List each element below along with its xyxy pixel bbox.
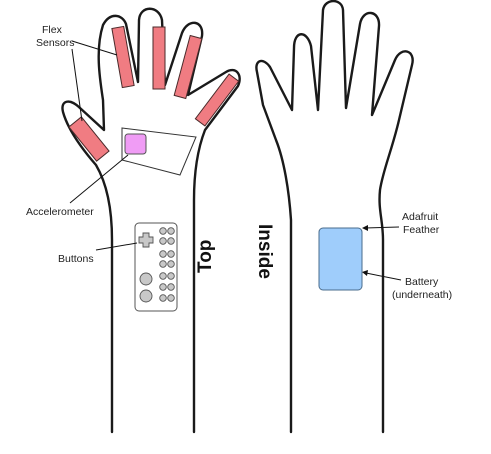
d-pad-icon	[138, 232, 154, 248]
top-label: Top	[195, 240, 216, 273]
battery-leader	[365, 272, 402, 281]
feather-board	[318, 227, 363, 291]
flex-sensors-label-line2: Sensors	[36, 37, 75, 49]
button	[159, 283, 167, 291]
feather-leader	[364, 226, 400, 229]
accelerometer-chip	[124, 133, 147, 155]
feather-label-line2: Feather	[403, 224, 440, 236]
button	[167, 250, 175, 258]
button	[167, 227, 175, 235]
button	[167, 272, 175, 280]
left-arm-outline	[61, 7, 241, 434]
buttons-leader	[95, 242, 138, 251]
button	[159, 237, 167, 245]
buttons-label: Buttons	[58, 253, 94, 265]
flex-sensor-ring	[111, 25, 135, 89]
flex-sensors-label-line1: Flex	[42, 24, 63, 36]
button	[159, 272, 167, 280]
button	[167, 237, 175, 245]
feather-label-line1: Adafruit	[402, 211, 438, 223]
button	[167, 260, 175, 268]
battery-label-line2: (underneath)	[392, 289, 452, 301]
accelerometer-leader	[69, 154, 129, 204]
flex-sensors-leader-pinky	[71, 48, 83, 122]
battery-leader-arrowhead	[362, 270, 368, 276]
button	[159, 260, 167, 268]
flex-sensor-thumb	[194, 73, 240, 127]
button	[159, 227, 167, 235]
battery-label-line1: Battery	[405, 276, 439, 288]
feather-leader-arrowhead	[362, 225, 368, 231]
large-button	[139, 289, 153, 303]
button	[159, 250, 167, 258]
large-button	[139, 272, 153, 286]
button-grid	[139, 227, 175, 303]
accelerometer-label: Accelerometer	[26, 206, 94, 218]
flex-sensors-leader-ring	[71, 40, 118, 56]
flex-sensor-pinky	[68, 116, 110, 162]
flex-sensor-middle	[152, 26, 166, 90]
button	[167, 283, 175, 291]
inside-label: Inside	[254, 224, 275, 279]
right-arm-outline	[255, 0, 414, 434]
button	[167, 294, 175, 302]
button	[159, 294, 167, 302]
flex-sensor-index	[173, 34, 203, 100]
